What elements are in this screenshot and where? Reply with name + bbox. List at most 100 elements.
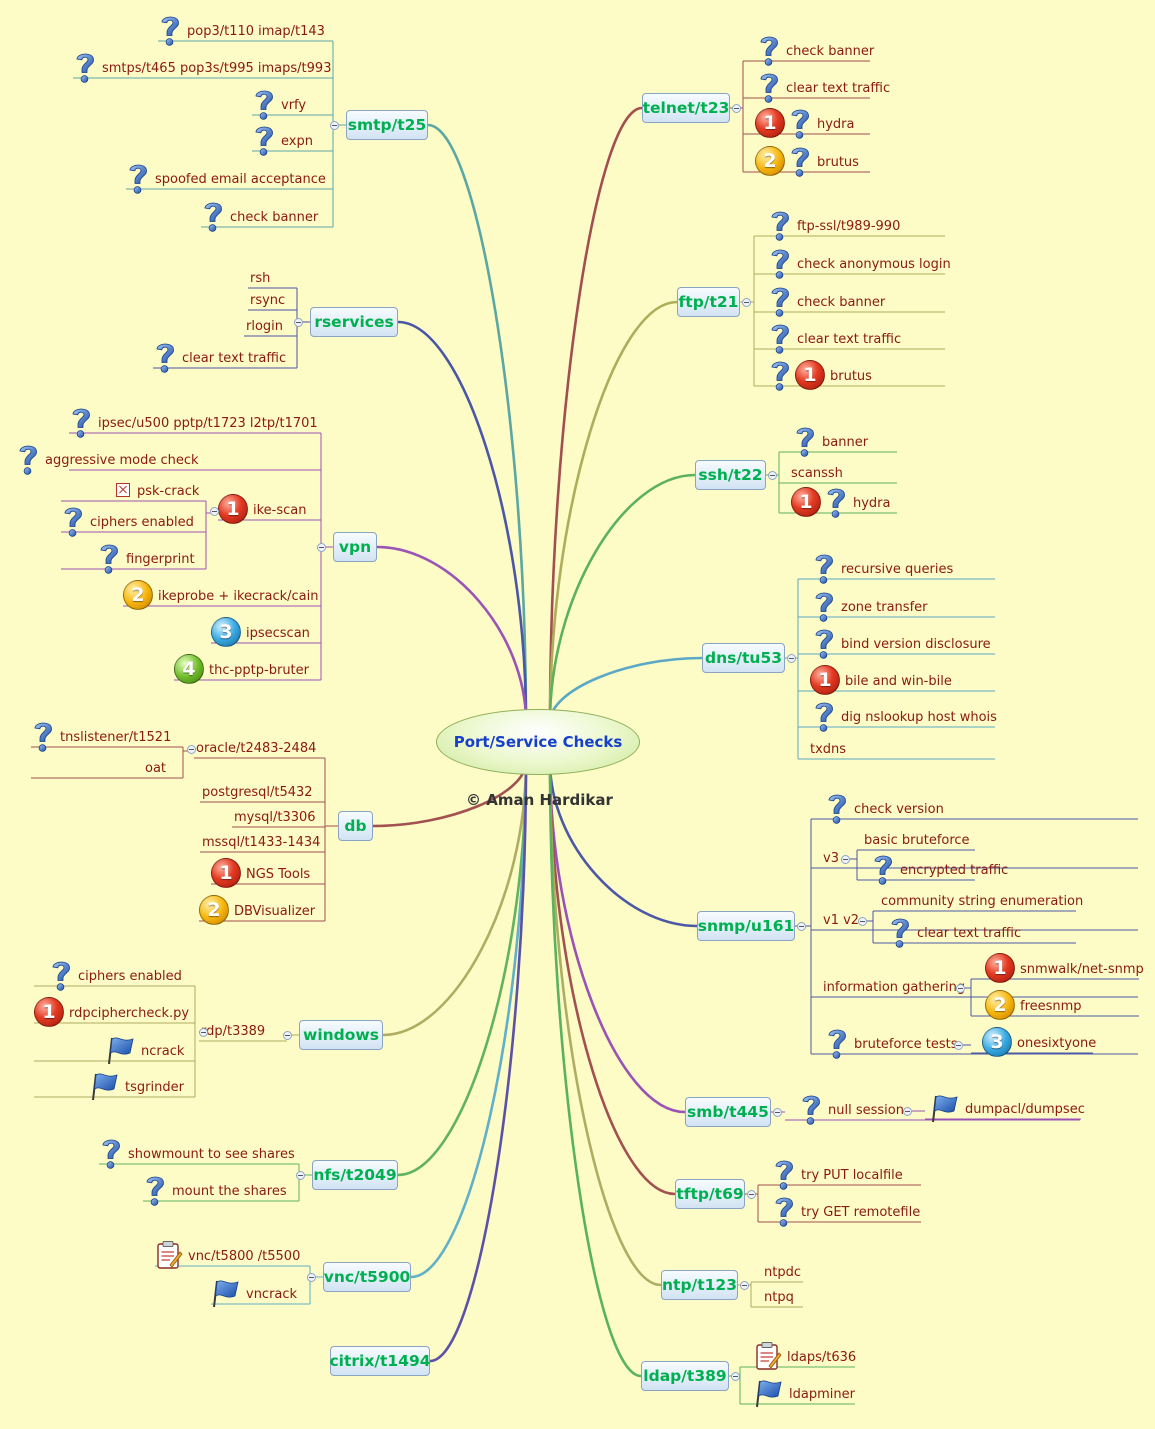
branch-clear-text-traffic[interactable]: clear text traffic	[786, 81, 891, 96]
branch-thc-pptp-bruter[interactable]: thc-pptp-bruter	[209, 663, 309, 678]
branch-try-put-localfile[interactable]: try PUT localfile	[801, 1168, 903, 1183]
topic-snmp-u161[interactable]: snmp/u161	[697, 911, 795, 941]
branch-encrypted-traffic[interactable]: encrypted traffic	[900, 863, 1009, 878]
topic-ldap-t389[interactable]: ldap/t389	[641, 1361, 729, 1391]
collapse-toggle[interactable]	[295, 1170, 305, 1180]
branch-community-string-enumeration[interactable]: community string enumeration	[881, 894, 1084, 909]
collapse-toggle[interactable]	[282, 1030, 292, 1040]
branch-v3[interactable]: v3	[823, 851, 839, 866]
branch-banner[interactable]: banner	[822, 435, 869, 450]
branch-expn[interactable]: expn	[281, 134, 313, 149]
branch-hydra[interactable]: hydra	[817, 117, 855, 132]
central-topic[interactable]: Port/Service Checks	[436, 709, 640, 775]
branch-bind-version-disclosure[interactable]: bind version disclosure	[841, 637, 991, 652]
branch-bile-and-win-bile[interactable]: bile and win-bile	[845, 674, 952, 689]
collapse-toggle[interactable]	[840, 854, 850, 864]
branch-rdpciphercheck-py[interactable]: rdpciphercheck.py	[69, 1006, 190, 1021]
branch-vnc-t5800-t5500[interactable]: vnc/t5800 /t5500	[188, 1249, 301, 1264]
branch-ipsec-u500-pptp-t1723-l2tp-t1701[interactable]: ipsec/u500 pptp/t1723 l2tp/t1701	[98, 416, 318, 431]
branch-clear-text-traffic[interactable]: clear text traffic	[797, 332, 902, 347]
branch-oracle-t2483-2484[interactable]: oracle/t2483-2484	[196, 741, 317, 756]
branch-ntpdc[interactable]: ntpdc	[764, 1265, 801, 1280]
topic-nfs-t2049[interactable]: nfs/t2049	[312, 1160, 398, 1190]
topic-smb-t445[interactable]: smb/t445	[685, 1097, 771, 1127]
collapse-toggle[interactable]	[186, 744, 196, 754]
branch-mssql-t1433-1434[interactable]: mssql/t1433-1434	[202, 835, 321, 850]
branch-clear-text-traffic[interactable]: clear text traffic	[917, 926, 1022, 941]
branch-clear-text-traffic[interactable]: clear text traffic	[182, 351, 287, 366]
topic-ssh-t22[interactable]: ssh/t22	[695, 460, 766, 490]
branch-smtps-t465-pop3s-t995-imaps-t993[interactable]: smtps/t465 pop3s/t995 imaps/t993	[102, 61, 332, 76]
topic-tftp-t69[interactable]: tftp/t69	[675, 1179, 745, 1209]
branch-try-get-remotefile[interactable]: try GET remotefile	[801, 1205, 921, 1220]
collapse-toggle[interactable]	[306, 1272, 316, 1282]
branch-mount-the-shares[interactable]: mount the shares	[172, 1184, 287, 1199]
branch-txdns[interactable]: txdns	[810, 742, 847, 757]
branch-recursive-queries[interactable]: recursive queries	[841, 562, 954, 577]
branch-ldaps-t636[interactable]: ldaps/t636	[787, 1350, 857, 1365]
collapse-toggle[interactable]	[796, 921, 806, 931]
branch-oat[interactable]: oat	[145, 761, 167, 776]
collapse-toggle[interactable]	[730, 1371, 740, 1381]
branch-tnslistener-t1521[interactable]: tnslistener/t1521	[60, 730, 172, 745]
branch-ntpq[interactable]: ntpq	[764, 1290, 794, 1305]
collapse-toggle[interactable]	[316, 542, 326, 552]
collapse-toggle[interactable]	[955, 983, 965, 993]
collapse-toggle[interactable]	[293, 317, 303, 327]
branch-basic-bruteforce[interactable]: basic bruteforce	[864, 833, 970, 848]
branch-ipsecscan[interactable]: ipsecscan	[246, 626, 310, 641]
topic-ftp-t21[interactable]: ftp/t21	[677, 287, 740, 317]
branch-showmount-to-see-shares[interactable]: showmount to see shares	[128, 1147, 295, 1162]
topic-vnc-t5900[interactable]: vnc/t5900	[323, 1262, 411, 1292]
branch-rdp-t3389[interactable]: rdp/t3389	[201, 1024, 266, 1039]
topic-dns-tu53[interactable]: dns/tu53	[702, 643, 785, 673]
branch-information-gathering[interactable]: information gathering	[823, 980, 966, 995]
branch-ldapminer[interactable]: ldapminer	[789, 1387, 855, 1402]
collapse-toggle[interactable]	[772, 1107, 782, 1117]
branch-ftp-ssl-t989-990[interactable]: ftp-ssl/t989-990	[797, 219, 901, 234]
branch-onesixtyone[interactable]: onesixtyone	[1017, 1036, 1097, 1051]
topic-vpn[interactable]: vpn	[333, 532, 377, 562]
topic-db[interactable]: db	[338, 811, 373, 841]
collapse-toggle[interactable]	[209, 506, 219, 516]
branch-pop3-t110-imap-t143[interactable]: pop3/t110 imap/t143	[187, 24, 325, 39]
topic-windows[interactable]: windows	[299, 1020, 383, 1050]
branch-snmwalk-net-snmp[interactable]: snmwalk/net-snmp	[1020, 962, 1144, 977]
branch-null-session[interactable]: null session	[828, 1103, 904, 1118]
branch-dig-nslookup-host-whois[interactable]: dig nslookup host whois	[841, 710, 997, 725]
collapse-toggle[interactable]	[902, 1106, 912, 1116]
branch-mysql-t3306[interactable]: mysql/t3306	[234, 810, 316, 825]
collapse-toggle[interactable]	[198, 1027, 208, 1037]
branch-ncrack[interactable]: ncrack	[141, 1044, 185, 1059]
branch-freesnmp[interactable]: freesnmp	[1020, 999, 1082, 1014]
branch-bruteforce-tests[interactable]: bruteforce tests	[854, 1037, 958, 1052]
branch-ciphers-enabled[interactable]: ciphers enabled	[90, 515, 194, 530]
branch-rlogin[interactable]: rlogin	[246, 319, 284, 334]
branch-fingerprint[interactable]: fingerprint	[126, 552, 195, 567]
branch-dbvisualizer[interactable]: DBVisualizer	[234, 904, 316, 919]
branch-ngs-tools[interactable]: NGS Tools	[246, 867, 311, 882]
branch-check-banner[interactable]: check banner	[230, 210, 319, 225]
branch-rsh[interactable]: rsh	[250, 271, 271, 286]
branch-ciphers-enabled[interactable]: ciphers enabled	[78, 969, 182, 984]
branch-brutus[interactable]: brutus	[830, 369, 872, 384]
collapse-toggle[interactable]	[739, 1280, 749, 1290]
branch-check-banner[interactable]: check banner	[786, 44, 875, 59]
branch-ikeprobe-ikecrack-cain[interactable]: ikeprobe + ikecrack/cain	[158, 589, 319, 604]
collapse-toggle[interactable]	[786, 653, 796, 663]
branch-check-banner[interactable]: check banner	[797, 295, 886, 310]
topic-smtp-t25[interactable]: smtp/t25	[346, 110, 428, 140]
collapse-toggle[interactable]	[857, 916, 867, 926]
collapse-toggle[interactable]	[741, 297, 751, 307]
collapse-toggle[interactable]	[329, 120, 339, 130]
branch-vrfy[interactable]: vrfy	[281, 98, 307, 113]
branch-hydra[interactable]: hydra	[853, 496, 891, 511]
branch-check-anonymous-login[interactable]: check anonymous login	[797, 257, 951, 272]
branch-check-version[interactable]: check version	[854, 802, 944, 817]
topic-ntp-t123[interactable]: ntp/t123	[661, 1270, 738, 1300]
branch-aggressive-mode-check[interactable]: aggressive mode check	[45, 453, 199, 468]
branch-tsgrinder[interactable]: tsgrinder	[125, 1080, 184, 1095]
branch-ike-scan[interactable]: ike-scan	[253, 503, 307, 518]
branch-vncrack[interactable]: vncrack	[246, 1287, 298, 1302]
collapse-toggle[interactable]	[953, 1040, 963, 1050]
